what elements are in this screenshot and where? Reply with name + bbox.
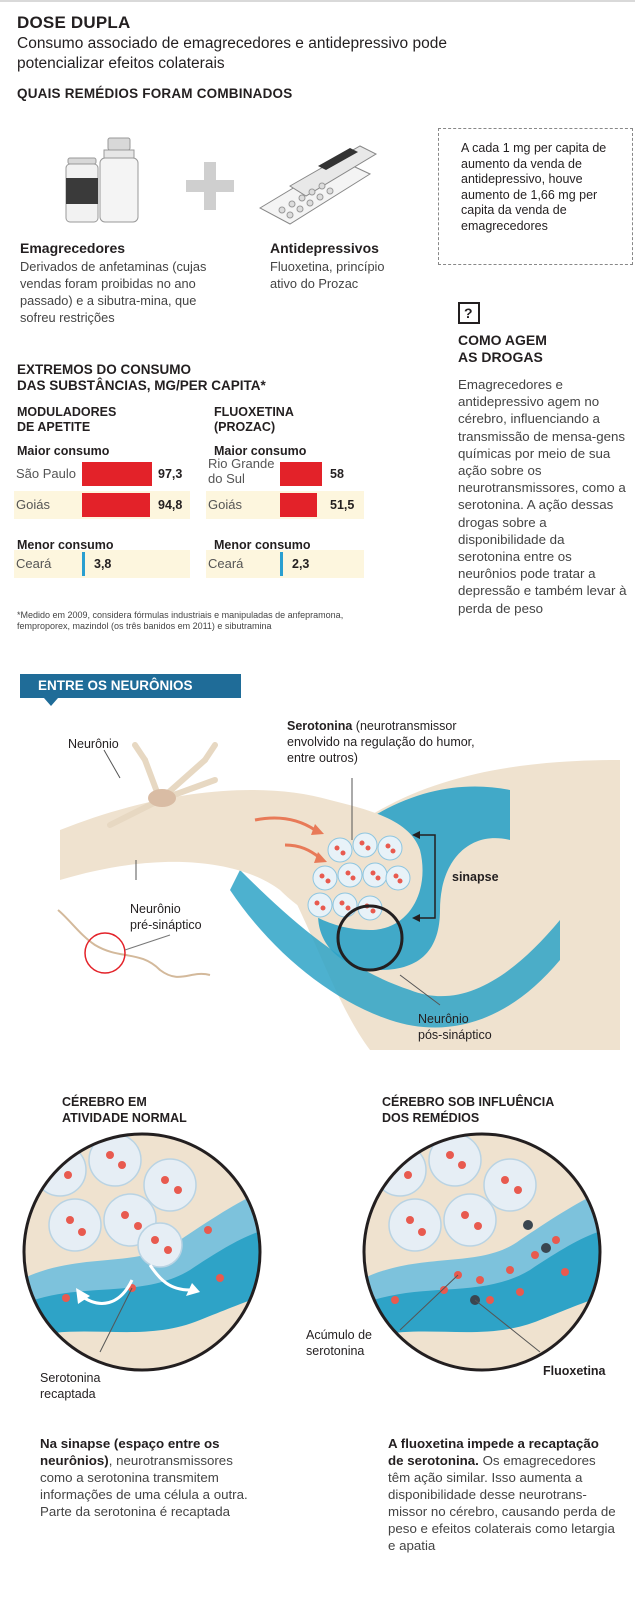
drug-brain-title-line2: DOS REMÉDIOS [382, 1111, 480, 1125]
synapse-bracket [418, 834, 436, 919]
plus-icon [186, 162, 234, 210]
recaptured-label-line1: Serotonina [40, 1371, 101, 1385]
accumulation-label-line2: serotonina [306, 1344, 365, 1358]
presynaptic-label: Neurônio pré-sináptico [130, 901, 202, 933]
postsynaptic-label: Neurônio pós-sináptico [418, 1011, 492, 1043]
normal-brain-text: Na sinapse (espaço entre os neurônios), … [40, 1435, 260, 1520]
bar-value-label: 94,8 [158, 498, 183, 512]
bar [82, 493, 151, 517]
neuron-label: Neurônio [68, 737, 119, 751]
bar-row: Ceará 3,8 [14, 550, 190, 578]
bar-row: São Paulo 97,3 [14, 460, 190, 488]
fluoxetine-label: Fluoxetina [543, 1364, 606, 1378]
bar [280, 462, 322, 486]
bar-row: Goiás 94,8 [14, 491, 190, 519]
antidepressants-name: Antidepressivos [270, 240, 379, 256]
neurons-banner: ENTRE OS NEURÔNIOS [20, 674, 241, 698]
extremes-title-line2: DAS SUBSTÂNCIAS, MG/PER CAPITA* [17, 378, 266, 393]
bar-category-label: Ceará [208, 556, 244, 571]
presynaptic-label-line2: pré-sináptico [130, 918, 202, 932]
bar-value-label: 51,5 [330, 498, 355, 512]
accumulation-label: Acúmulo de serotonina [306, 1327, 372, 1359]
slimmers-description: Derivados de anfetaminas (cujas vendas f… [20, 259, 207, 325]
bar [82, 462, 152, 486]
bar-value-label: 58 [330, 467, 344, 481]
blister-pack-icon [258, 145, 378, 225]
normal-brain-title-line1: CÉREBRO EM [62, 1095, 147, 1109]
banner-pointer-icon [44, 698, 58, 706]
serotonin-label-text: (neurotransmissor envolvido na regulação… [287, 719, 475, 765]
serotonin-vesicles [307, 832, 411, 921]
normal-brain-title: CÉREBRO EM ATIVIDADE NORMAL [62, 1094, 187, 1126]
bar-value-label: 3,8 [94, 557, 112, 571]
question-icon: ? [458, 302, 480, 324]
chart1-title: MODULADORES DE APETITE [17, 405, 117, 434]
bar-category-label: São Paulo [16, 466, 76, 481]
bar-value-label: 2,3 [292, 557, 310, 571]
presynaptic-neuron-axon [60, 790, 423, 930]
whole-neuron-icon [57, 909, 211, 978]
normal-brain-text-body: , neurotransmissores como a serotonina t… [40, 1453, 248, 1519]
combined-title: QUAIS REMÉDIOS FORAM COMBINADOS [17, 86, 293, 101]
normal-brain-title-line2: ATIVIDADE NORMAL [62, 1111, 187, 1125]
bar-row: Ceará 2,3 [206, 550, 364, 578]
correlation-infobox: A cada 1 mg per capita de aumento da ven… [438, 128, 633, 265]
neuron-nucleus [148, 789, 176, 807]
antidepressants-description: Fluoxetina, princípio ativo do Prozac [270, 259, 385, 291]
extremes-title: EXTREMOS DO CONSUMO DAS SUBSTÂNCIAS, MG/… [17, 362, 266, 394]
normal-brain-text-bold: Na sinapse (espaço entre os neurônios) [40, 1436, 220, 1468]
drug-brain-title: CÉREBRO SOB INFLUÊNCIA DOS REMÉDIOS [382, 1094, 554, 1126]
drug-brain-title-line1: CÉREBRO SOB INFLUÊNCIA [382, 1095, 555, 1109]
drug-brain-text-body: Os emagrecedores têm ação similar. Isso … [388, 1453, 616, 1553]
drug-brain-circle [362, 1132, 602, 1372]
serotonin-label-bold: Serotonina [287, 719, 353, 733]
top-rule [0, 0, 635, 2]
footnote: *Medido em 2009, considera fórmulas indu… [17, 610, 344, 631]
how-title-line2: AS DROGAS [458, 349, 543, 365]
postsynaptic-label-line2: pós-sináptico [418, 1028, 492, 1042]
bar-value-label: 97,3 [158, 467, 183, 481]
chart1-max-label: Maior consumo [17, 444, 110, 458]
bar [82, 552, 85, 576]
chart1-min-label: Menor consumo [17, 538, 114, 552]
svg-text:?: ? [464, 305, 473, 321]
chart2-title: FLUOXETINA (PROZAC) [214, 405, 294, 434]
pill-bottle-small-icon [65, 157, 99, 223]
page-title: DOSE DUPLA [17, 13, 131, 32]
drug-brain-text-bold: A fluoxetina impede a recaptação de sero… [388, 1436, 599, 1468]
chart2-max-label: Maior consumo [214, 444, 307, 458]
bar-category-label: Ceará [16, 556, 52, 571]
chart2-min-label: Menor consumo [214, 538, 311, 552]
pill-bottle-tall-icon [99, 137, 139, 223]
bar-category-label: Rio Grande do Sul [208, 456, 275, 486]
how-body: Emagrecedores e antidepressivo agem no c… [458, 377, 627, 616]
recaptured-label: Serotonina recaptada [40, 1370, 100, 1402]
bar-row: Goiás 51,5 [206, 491, 364, 519]
recaptured-label-line2: recaptada [40, 1387, 96, 1401]
synapse-zoom-circle [336, 904, 404, 972]
synapse-label: sinapse [452, 870, 499, 884]
serotonin-label: Serotonina (neurotransmissor envolvido n… [287, 718, 497, 766]
presynaptic-label-line1: Neurônio [130, 902, 181, 916]
accumulation-label-line1: Acúmulo de [306, 1328, 373, 1342]
how-title: COMO AGEM AS DROGAS [458, 332, 547, 366]
drug-brain-text: A fluoxetina impede a recaptação de sero… [388, 1435, 618, 1554]
bar-category-label: Goiás [208, 497, 242, 512]
bar [280, 493, 318, 517]
slimmers-name: Emagrecedores [20, 240, 126, 256]
bar [280, 552, 283, 576]
neuron-zoom-circle [84, 932, 126, 974]
postsynaptic-label-line1: Neurônio [418, 1012, 469, 1026]
extremes-title-line1: EXTREMOS DO CONSUMO [17, 362, 192, 377]
medicines-illustration [65, 137, 378, 225]
synapse-illustration [57, 742, 620, 1050]
bar-category-label: Goiás [16, 497, 50, 512]
how-title-line1: COMO AGEM [458, 332, 547, 348]
bar-row: Rio Grande do Sul 58 [206, 456, 364, 492]
page-subtitle: Consumo associado de emagrecedores e ant… [17, 35, 447, 72]
normal-brain-circle [22, 1132, 262, 1372]
